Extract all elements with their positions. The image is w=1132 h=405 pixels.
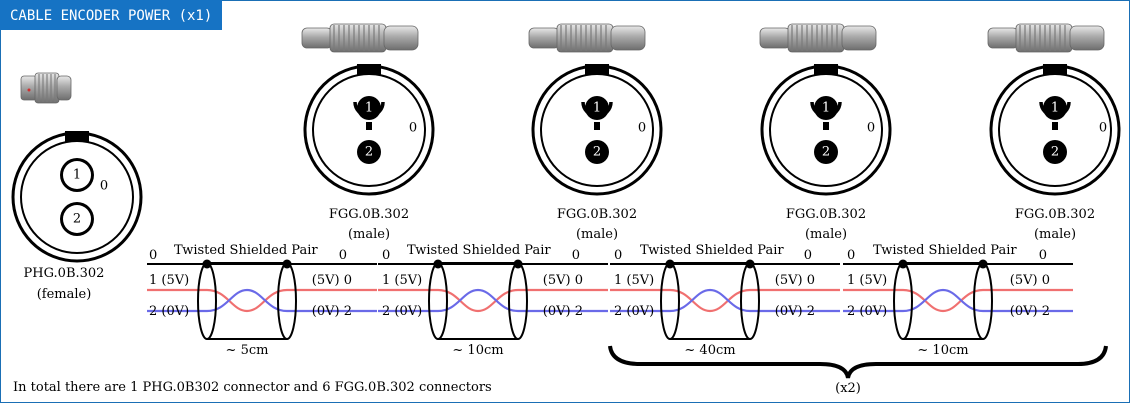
male-shield-label: 0 (867, 121, 875, 136)
female-connector-name: PHG.0B.302 (24, 266, 105, 281)
group-brace (608, 345, 1108, 379)
cable-type-label: Twisted Shielded Pair (407, 243, 551, 258)
male-connector-gender: (male) (576, 227, 618, 242)
cable-4: Twisted Shielded Pair 0 1 (5V) 2 (0V) 0 … (841, 243, 1075, 358)
cable-left-5v-label: 1 (5V) (614, 273, 654, 288)
male-connector-3: 1 2 0 FGG.0B.302 (male) (759, 23, 892, 242)
twisted-pair-cable (145, 258, 379, 341)
cable-type-label: Twisted Shielded Pair (174, 243, 318, 258)
cable-left-5v-label: 1 (5V) (847, 273, 887, 288)
female-pin-1-label: 1 (73, 168, 81, 183)
cable-right-5v-label: (5V) 0 (1010, 273, 1050, 288)
male-shield-label: 0 (409, 121, 417, 136)
cable-left-0v-label: 2 (0V) (614, 304, 654, 319)
cable-length-label: ~ 10cm (452, 343, 503, 358)
male-pin-2-label: 2 (593, 145, 601, 160)
cable-1: Twisted Shielded Pair 0 1 (5V) 2 (0V) 0 … (145, 243, 379, 358)
female-shield-label: 0 (100, 179, 108, 194)
brace-multiplier-label: (x2) (835, 381, 861, 396)
cable-right-5v-label: (5V) 0 (543, 273, 583, 288)
cable-right-0v-label: (0V) 2 (775, 304, 815, 319)
cable-length-label: ~ 5cm (226, 343, 269, 358)
male-pin-2-label: 2 (822, 145, 830, 160)
cable-right-5v-label: (5V) 0 (312, 273, 352, 288)
male-connector-gender: (male) (1034, 227, 1076, 242)
male-pin-1-label: 1 (1051, 101, 1059, 116)
male-connector-gender: (male) (805, 227, 847, 242)
cable-3: Twisted Shielded Pair 0 1 (5V) 2 (0V) 0 … (608, 243, 842, 358)
female-connector-photo (20, 72, 72, 104)
cable-left-shield-label: 0 (614, 248, 622, 263)
twisted-pair-cable (841, 258, 1075, 341)
male-connector-photo (528, 23, 646, 53)
male-pin-2-label: 2 (365, 145, 373, 160)
cable-type-label: Twisted Shielded Pair (873, 243, 1017, 258)
female-connector-gender: (female) (37, 287, 92, 302)
male-connector-gender: (male) (348, 227, 390, 242)
cable-left-5v-label: 1 (5V) (149, 273, 189, 288)
male-connector-photo (301, 23, 419, 53)
cable-right-0v-label: (0V) 2 (543, 304, 583, 319)
cable-right-5v-label: (5V) 0 (775, 273, 815, 288)
cable-left-0v-label: 2 (0V) (847, 304, 887, 319)
cable-left-0v-label: 2 (0V) (382, 304, 422, 319)
section-title: CABLE ENCODER POWER (x1) (0, 0, 223, 30)
male-connector-name: FGG.0B.302 (1015, 207, 1095, 222)
male-connector-photo (987, 23, 1105, 53)
cable-right-shield-label: 0 (804, 248, 812, 263)
twisted-pair-cable (376, 258, 610, 341)
cable-left-shield-label: 0 (382, 248, 390, 263)
cable-left-0v-label: 2 (0V) (149, 304, 189, 319)
cable-right-0v-label: (0V) 2 (312, 304, 352, 319)
cable-type-label: Twisted Shielded Pair (640, 243, 784, 258)
male-pin-1-label: 1 (593, 101, 601, 116)
cable-length-label: ~ 40cm (684, 343, 735, 358)
cable-right-shield-label: 0 (572, 248, 580, 263)
cable-right-0v-label: (0V) 2 (1010, 304, 1050, 319)
cable-right-shield-label: 0 (339, 248, 347, 263)
male-connector-4: 1 2 0 FGG.0B.302 (male) (987, 23, 1121, 242)
male-pin-2-label: 2 (1051, 145, 1059, 160)
male-connector-1: 1 2 0 FGG.0B.302 (male) (301, 23, 435, 242)
cable-2: Twisted Shielded Pair 0 1 (5V) 2 (0V) 0 … (376, 243, 610, 358)
footer-note: In total there are 1 PHG.0B302 connector… (13, 380, 492, 395)
male-connector-photo (759, 23, 877, 53)
cable-right-shield-label: 0 (1039, 248, 1047, 263)
male-connector-name: FGG.0B.302 (786, 207, 866, 222)
twisted-pair-cable (608, 258, 842, 341)
male-shield-label: 0 (1099, 121, 1107, 136)
male-pin-1-label: 1 (822, 101, 830, 116)
cable-left-shield-label: 0 (149, 248, 157, 263)
cable-left-5v-label: 1 (5V) (382, 273, 422, 288)
female-connector-face (11, 129, 143, 263)
female-pin-2-label: 2 (73, 212, 81, 227)
cable-length-label: ~ 10cm (917, 343, 968, 358)
cable-left-shield-label: 0 (847, 248, 855, 263)
male-shield-label: 0 (638, 121, 646, 136)
male-connector-name: FGG.0B.302 (329, 207, 409, 222)
male-pin-1-label: 1 (365, 101, 373, 116)
male-connector-2: 1 2 0 FGG.0B.302 (male) (528, 23, 663, 242)
male-connector-name: FGG.0B.302 (557, 207, 637, 222)
